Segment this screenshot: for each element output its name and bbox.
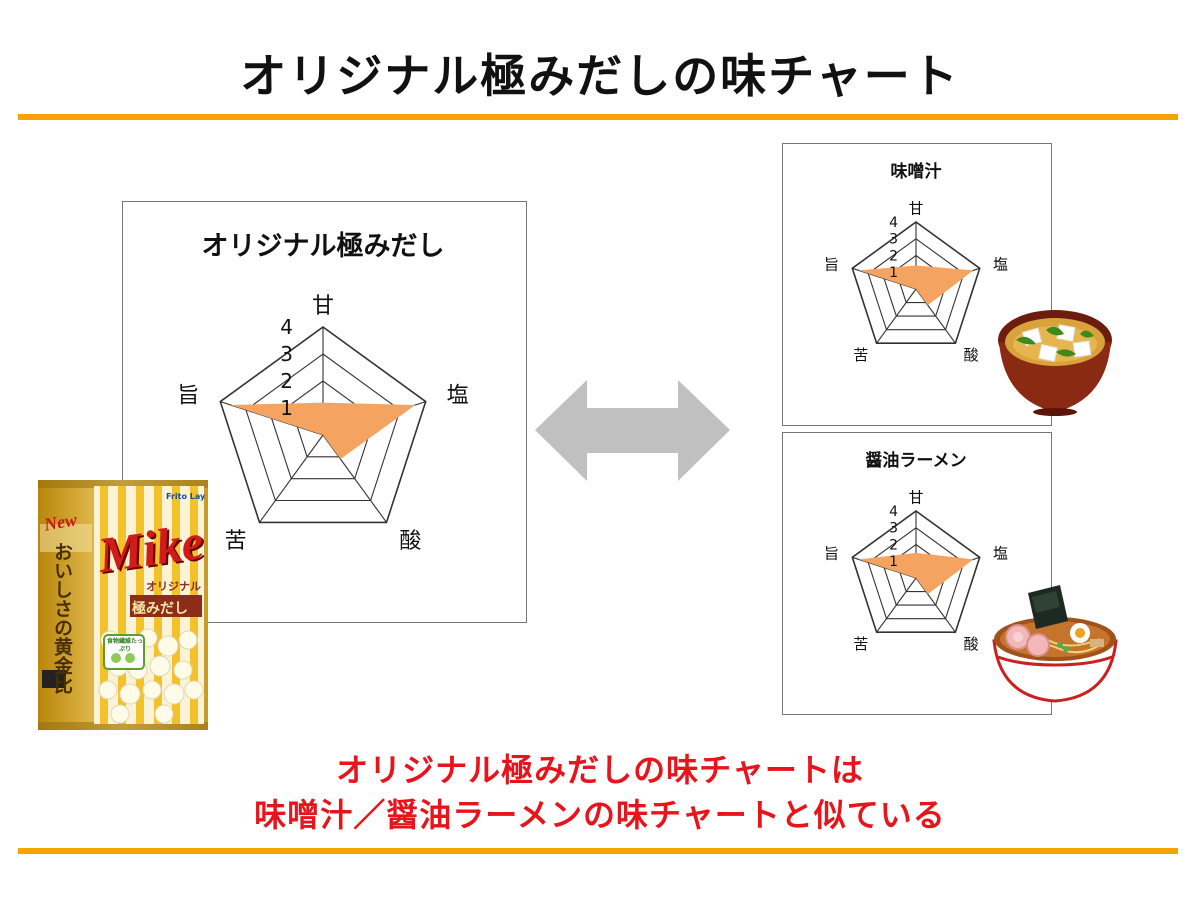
product-tagline: おいしさの黄金比 bbox=[51, 542, 73, 694]
spoke-line bbox=[876, 577, 917, 633]
tick-label: 4 bbox=[889, 215, 898, 231]
axis-label: 塩 bbox=[993, 255, 1008, 273]
product-fiber-label: 食物繊維たっぷり bbox=[106, 638, 143, 653]
page-title: オリジナル極みだしの味チャート bbox=[240, 49, 960, 103]
data-polygon bbox=[858, 552, 974, 595]
tick-label: 2 bbox=[889, 537, 898, 553]
axis-label: 甘 bbox=[312, 294, 334, 319]
axis-label: 苦 bbox=[853, 346, 868, 364]
grid-ring bbox=[219, 326, 427, 524]
product-package-image: New おいしさの黄金比 Frito Lay Mike オリジナル 極みだし 食… bbox=[38, 480, 208, 730]
axis-label: 旨 bbox=[824, 255, 839, 273]
tick-label: 2 bbox=[889, 248, 898, 264]
tick-label: 3 bbox=[280, 342, 293, 366]
tick-label: 3 bbox=[889, 521, 898, 537]
axis-label: 旨 bbox=[824, 544, 839, 562]
product-maker: Frito Lay bbox=[166, 492, 206, 501]
axis-label: 苦 bbox=[853, 635, 868, 653]
axis-label: 酸 bbox=[964, 346, 979, 364]
axis-label: 酸 bbox=[964, 635, 979, 653]
data-polygon bbox=[858, 265, 974, 306]
chart-title: 味噌汁 bbox=[891, 161, 942, 182]
product-variant-small: オリジナル bbox=[146, 580, 201, 593]
tick-label: 1 bbox=[889, 265, 898, 281]
tick-label: 4 bbox=[889, 504, 898, 520]
grid-ring bbox=[867, 527, 965, 620]
product-variant-main: 極みだし bbox=[132, 601, 188, 617]
bottom-divider bbox=[18, 848, 1178, 854]
spoke-line bbox=[322, 434, 387, 523]
chart-title: オリジナル極みだし bbox=[202, 231, 445, 262]
grid-ring bbox=[867, 238, 965, 331]
data-polygon bbox=[230, 402, 416, 459]
comparison-arrow-icon bbox=[535, 378, 730, 483]
axis-label: 旨 bbox=[177, 384, 199, 409]
grid-ring bbox=[851, 510, 981, 633]
tick-label: 4 bbox=[280, 315, 293, 339]
top-divider bbox=[18, 114, 1178, 120]
axis-label: 苦 bbox=[225, 529, 247, 554]
ramen-bowl-image bbox=[990, 585, 1120, 705]
spoke-line bbox=[259, 434, 324, 523]
axis-label: 塩 bbox=[993, 544, 1008, 562]
tick-label: 1 bbox=[280, 396, 293, 420]
miso-soup-image bbox=[996, 300, 1114, 418]
grid-ring bbox=[851, 221, 981, 344]
chart-title: 醤油ラーメン bbox=[865, 450, 966, 471]
tick-label: 3 bbox=[889, 232, 898, 248]
tick-label: 1 bbox=[889, 554, 898, 570]
conclusion-line-1: オリジナル極みだしの味チャートは bbox=[336, 751, 864, 789]
axis-label: 甘 bbox=[908, 488, 923, 506]
conclusion-line-2: 味噌汁／醤油ラーメンの味チャートと似ている bbox=[254, 796, 946, 834]
axis-label: 塩 bbox=[447, 384, 469, 409]
tick-label: 2 bbox=[280, 369, 293, 393]
spoke-line bbox=[876, 288, 917, 344]
grid-ring bbox=[245, 353, 401, 502]
axis-label: 酸 bbox=[399, 529, 421, 554]
axis-label: 甘 bbox=[908, 199, 923, 217]
